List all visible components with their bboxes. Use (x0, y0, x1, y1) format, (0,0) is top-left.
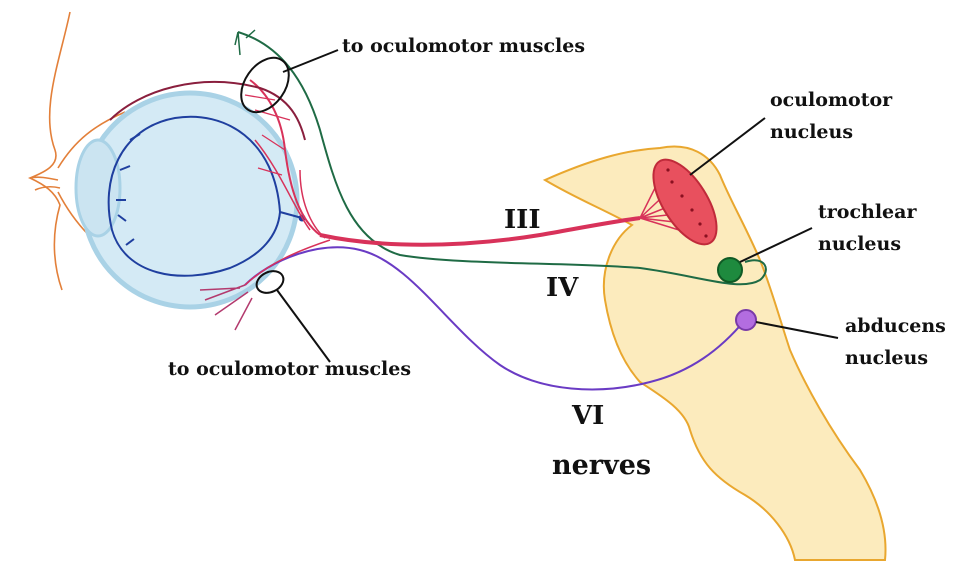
abducens-nucleus-dot (735, 309, 757, 331)
upper-muscle-loop (240, 56, 290, 114)
label-abducens-nucleus-2: nucleus (845, 347, 928, 369)
label-oculomotor-nucleus-2: nucleus (770, 121, 853, 143)
oculomotor-nerve-III (244, 79, 706, 286)
trochlear-nerve-IV (237, 31, 767, 286)
label-abducens-nucleus-1: abducens (845, 315, 946, 337)
label-trochlear-nucleus-2: nucleus (818, 233, 901, 255)
label-nerve-IV: IV (546, 273, 579, 303)
trochlear-nucleus-dot (717, 257, 743, 283)
oculomotor-nucleus-shape (652, 158, 718, 246)
label-nerve-III: III (504, 205, 541, 235)
upper-muscle-branch (109, 81, 306, 141)
eyeball (74, 90, 300, 310)
label-top-muscles: to oculomotor muscles (342, 35, 585, 57)
label-oculomotor-nucleus-1: oculomotor (770, 89, 893, 111)
lower-muscle-loop (255, 270, 285, 294)
trochlear-nerve-upper-branch (234, 29, 256, 56)
abducens-nerve-VI (244, 246, 746, 391)
label-bottom-muscles: to oculomotor muscles (168, 358, 411, 380)
abducens-nerve-muscle-branch (199, 284, 253, 331)
retina-optic-nerve (107, 115, 306, 277)
label-nerves: nerves (552, 450, 651, 481)
label-nerve-VI: VI (571, 401, 604, 431)
label-trochlear-nucleus-1: trochlear (818, 201, 917, 223)
brainstem (542, 145, 887, 561)
leader-lines (276, 49, 839, 363)
